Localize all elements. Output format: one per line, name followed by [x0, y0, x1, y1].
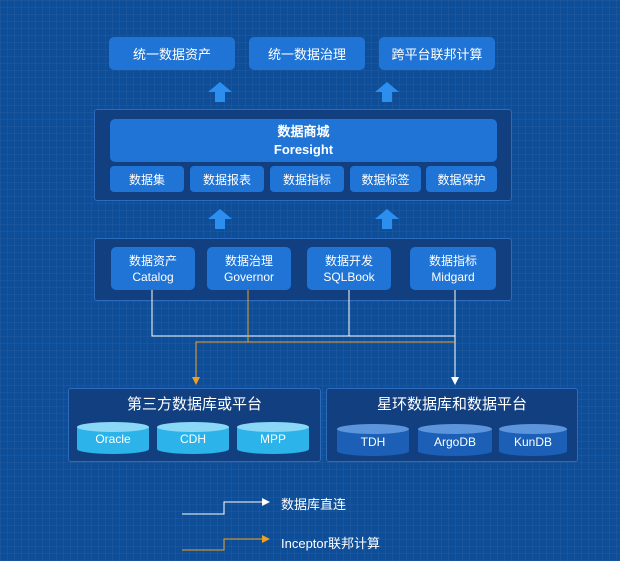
module-cn-label: 数据指标 [428, 253, 477, 268]
mall-item-tag: 数据标签 [350, 166, 421, 192]
module-sqlbook: 数据开发 SQLBook [307, 247, 391, 290]
transwarp-title-wrap: 星环数据库和数据平台 [326, 393, 578, 413]
mall-item-label: 数据指标 [282, 172, 331, 187]
legend-direct-label: 数据库直连 [281, 497, 347, 512]
top-box-label: 统一数据治理 [267, 47, 346, 62]
mall-item-metric: 数据指标 [270, 166, 344, 192]
database-cylinder-icon [77, 422, 149, 454]
db-cdh: CDH [157, 422, 229, 454]
data-mall-title: 数据商城 [277, 123, 330, 139]
third-party-title-wrap: 第三方数据库或平台 [68, 393, 321, 413]
top-box-label: 跨平台联邦计算 [391, 47, 483, 62]
data-mall-subtitle: Foresight [273, 141, 334, 157]
module-en-label: Catalog [132, 269, 174, 284]
database-cylinder-icon [499, 424, 567, 456]
db-label: TDH [360, 435, 386, 449]
legend-federated-line-icon [182, 535, 270, 551]
db-label: KunDB [513, 435, 553, 449]
db-label: Oracle [95, 432, 131, 446]
module-cn-label: 数据治理 [224, 253, 273, 268]
module-en-label: Governor [223, 269, 275, 284]
direct-arrowhead-icon [451, 377, 459, 385]
federated-arrowhead-icon [192, 377, 200, 385]
module-catalog: 数据资产 Catalog [111, 247, 195, 290]
module-governor: 数据治理 Governor [207, 247, 291, 290]
module-en-label: SQLBook [323, 269, 375, 284]
data-mall-header: 数据商城 Foresight [110, 119, 497, 162]
legend-direct-line-icon [182, 498, 270, 515]
federated-connection-lines [195, 290, 455, 378]
module-cn-label: 数据开发 [324, 253, 373, 268]
db-oracle: Oracle [77, 422, 149, 454]
up-arrow-icon [208, 82, 232, 102]
database-cylinder-icon [157, 422, 229, 454]
module-en-label: Midgard [431, 269, 475, 284]
third-party-title: 第三方数据库或平台 [126, 396, 262, 413]
db-label: MPP [259, 432, 286, 446]
mall-item-protection: 数据保护 [426, 166, 497, 192]
top-box-label: 统一数据资产 [132, 47, 211, 62]
db-tdh: TDH [337, 424, 409, 456]
db-label: ArgoDB [433, 435, 477, 449]
mall-item-label: 数据报表 [202, 172, 251, 187]
legend-federated-label: Inceptor联邦计算 [281, 536, 380, 551]
mall-item-label: 数据集 [128, 172, 165, 187]
db-kundb: KunDB [499, 424, 567, 456]
mall-item-report: 数据报表 [190, 166, 264, 192]
mall-item-label: 数据保护 [437, 172, 486, 187]
mall-item-label: 数据标签 [361, 172, 410, 187]
direct-connection-lines [151, 290, 456, 378]
top-box-unified-governance: 统一数据治理 [249, 37, 365, 70]
top-box-unified-asset: 统一数据资产 [109, 37, 235, 70]
database-cylinder-icon [337, 424, 409, 456]
db-argodb: ArgoDB [418, 424, 492, 456]
up-arrow-icon [375, 82, 399, 102]
database-cylinder-icon [237, 422, 309, 454]
up-arrow-icon [375, 209, 399, 229]
top-box-federated-compute: 跨平台联邦计算 [379, 37, 495, 70]
db-label: CDH [180, 432, 206, 446]
mall-item-dataset: 数据集 [110, 166, 184, 192]
up-arrow-icon [208, 209, 232, 229]
module-midgard: 数据指标 Midgard [410, 247, 496, 290]
database-cylinder-icon [418, 424, 492, 456]
transwarp-title: 星环数据库和数据平台 [376, 396, 527, 413]
db-mpp: MPP [237, 422, 309, 454]
module-cn-label: 数据资产 [128, 253, 177, 268]
